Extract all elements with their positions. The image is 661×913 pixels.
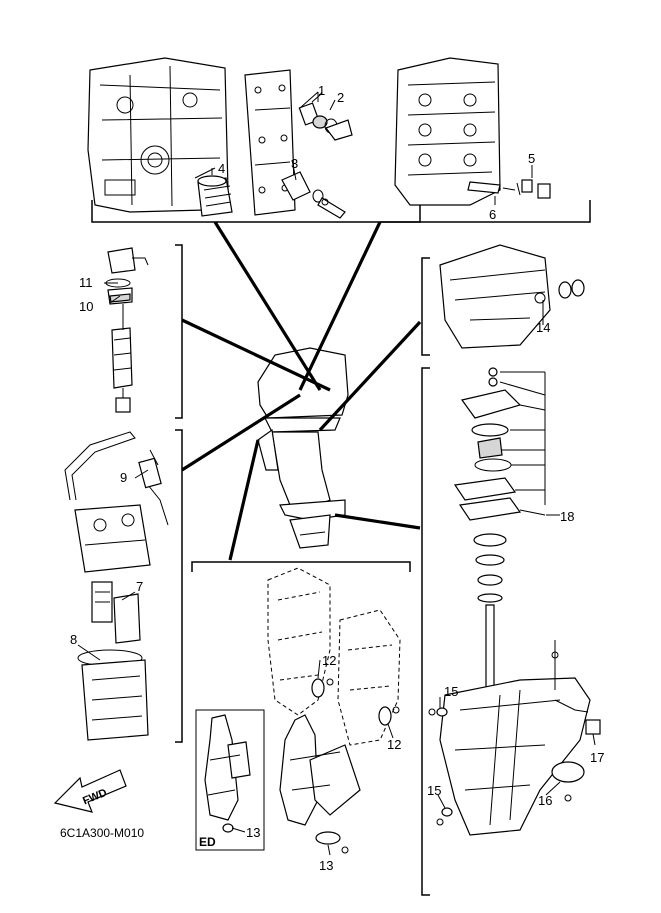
fuel-hose xyxy=(64,431,169,526)
mount-pieces xyxy=(311,678,400,726)
vapor-separator xyxy=(74,504,151,741)
water-pump xyxy=(453,367,546,701)
callout-18: 18 xyxy=(560,509,574,524)
gearcase xyxy=(428,640,601,836)
cylinder-block xyxy=(87,57,229,213)
figure-code: 6C1A300-M010 xyxy=(60,826,144,840)
callout-13b: 13 xyxy=(319,858,333,873)
callout-4: 4 xyxy=(218,161,225,176)
callout-14: 14 xyxy=(536,320,550,335)
callout-13a: 13 xyxy=(246,825,260,840)
exhaust-cover xyxy=(244,69,296,216)
right-lower-bracket xyxy=(421,367,430,896)
callout-6: 6 xyxy=(489,207,496,222)
swivel-bracket xyxy=(267,567,401,746)
callout-16: 16 xyxy=(538,793,552,808)
thermostat xyxy=(298,91,353,141)
callout-5: 5 xyxy=(528,151,535,166)
anode xyxy=(281,171,346,219)
ed-trim-unit xyxy=(204,714,251,833)
callout-9: 9 xyxy=(120,470,127,485)
fuel-filter-assembly xyxy=(105,247,149,413)
callout-12a: 12 xyxy=(322,653,336,668)
right-upper-bracket xyxy=(421,257,430,356)
cylinder-head xyxy=(394,57,501,206)
left-lower-bracket xyxy=(175,429,183,743)
ed-label: ED xyxy=(199,835,216,849)
callout-15b: 15 xyxy=(427,783,441,798)
callout-1: 1 xyxy=(318,83,325,98)
bottom-cowling xyxy=(439,244,585,349)
callout-12b: 12 xyxy=(387,737,401,752)
bottom-group-bracket xyxy=(191,561,411,572)
callout-10: 10 xyxy=(79,299,93,314)
power-trim-tilt xyxy=(279,714,361,854)
ed-inset-box xyxy=(195,709,265,851)
callout-15a: 15 xyxy=(444,684,458,699)
callout-11: 11 xyxy=(79,275,93,290)
callout-2: 2 xyxy=(337,90,344,105)
callout-3: 3 xyxy=(291,156,298,171)
fwd-arrow-icon xyxy=(53,769,127,813)
callout-17: 17 xyxy=(590,750,604,765)
top-group-bracket xyxy=(91,200,421,223)
left-upper-bracket xyxy=(175,244,183,419)
callout-7: 7 xyxy=(136,579,143,594)
spark-plug xyxy=(467,179,551,199)
callout-8: 8 xyxy=(70,632,77,647)
